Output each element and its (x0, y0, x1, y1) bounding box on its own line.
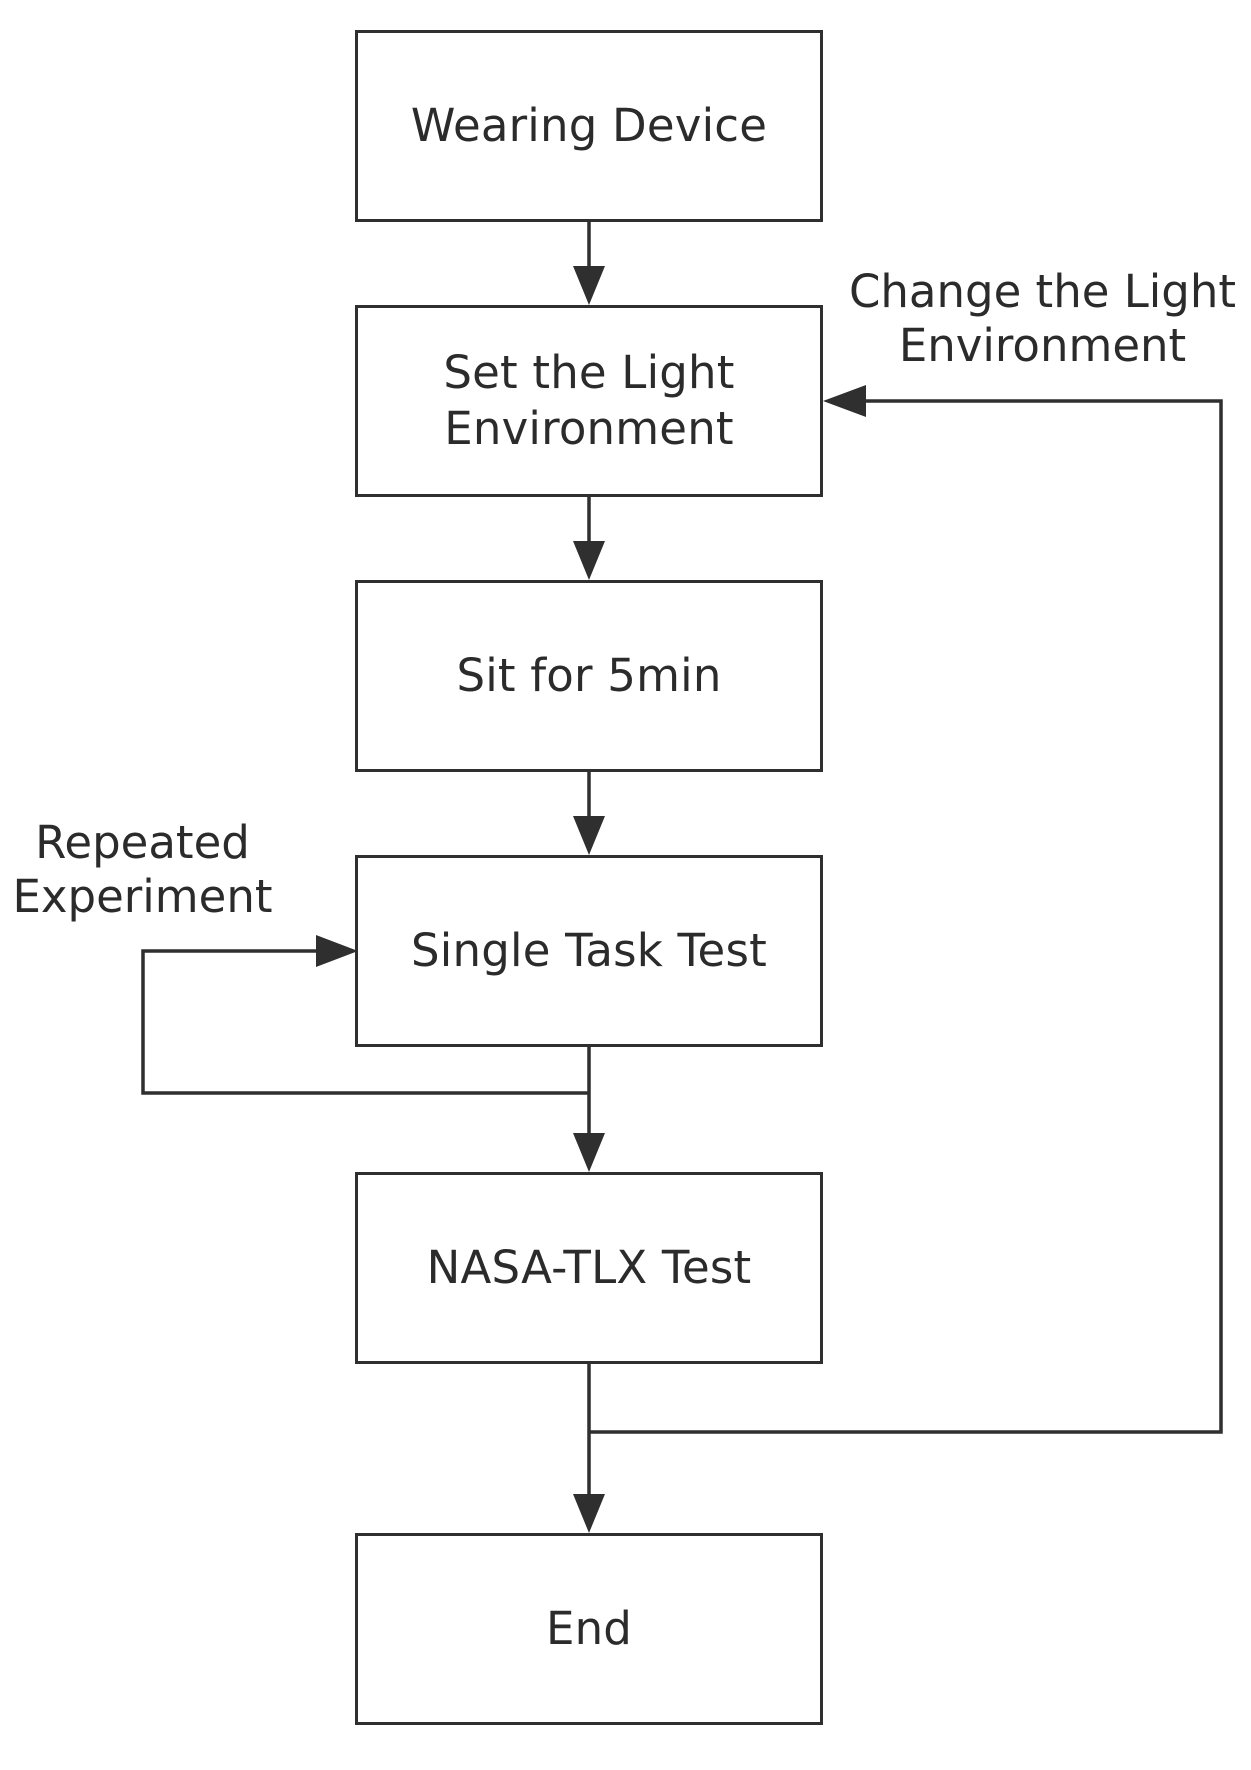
arrowhead-change-light (823, 385, 866, 417)
node-label: Wearing Device (410, 99, 768, 152)
edge-label-change-light: Change the Light Environment (848, 265, 1237, 372)
arrowhead-repeat (316, 935, 358, 967)
node-nasa-tlx-test: NASA-TLX Test (355, 1172, 823, 1364)
arrowhead-single (573, 816, 605, 855)
node-label: Single Task Test (411, 924, 767, 977)
node-sit-5min: Sit for 5min (355, 580, 823, 772)
node-label: Set the Light Environment (443, 346, 735, 455)
arrowhead-nasa (573, 1133, 605, 1172)
node-label: End (545, 1602, 633, 1655)
arrowhead-set (573, 266, 605, 305)
node-end: End (355, 1533, 823, 1725)
loop-repeated-experiment (141, 949, 589, 1095)
node-label: Sit for 5min (456, 649, 722, 702)
node-set-light-environment: Set the Light Environment (355, 305, 823, 497)
edge-label-repeated-experiment: Repeated Experiment (12, 816, 273, 923)
arrowhead-sit (573, 541, 605, 580)
node-wearing-device: Wearing Device (355, 30, 823, 222)
node-label: NASA-TLX Test (426, 1241, 752, 1294)
node-single-task-test: Single Task Test (355, 855, 823, 1047)
loop-change-light (589, 399, 1223, 1434)
arrowhead-end (573, 1494, 605, 1533)
